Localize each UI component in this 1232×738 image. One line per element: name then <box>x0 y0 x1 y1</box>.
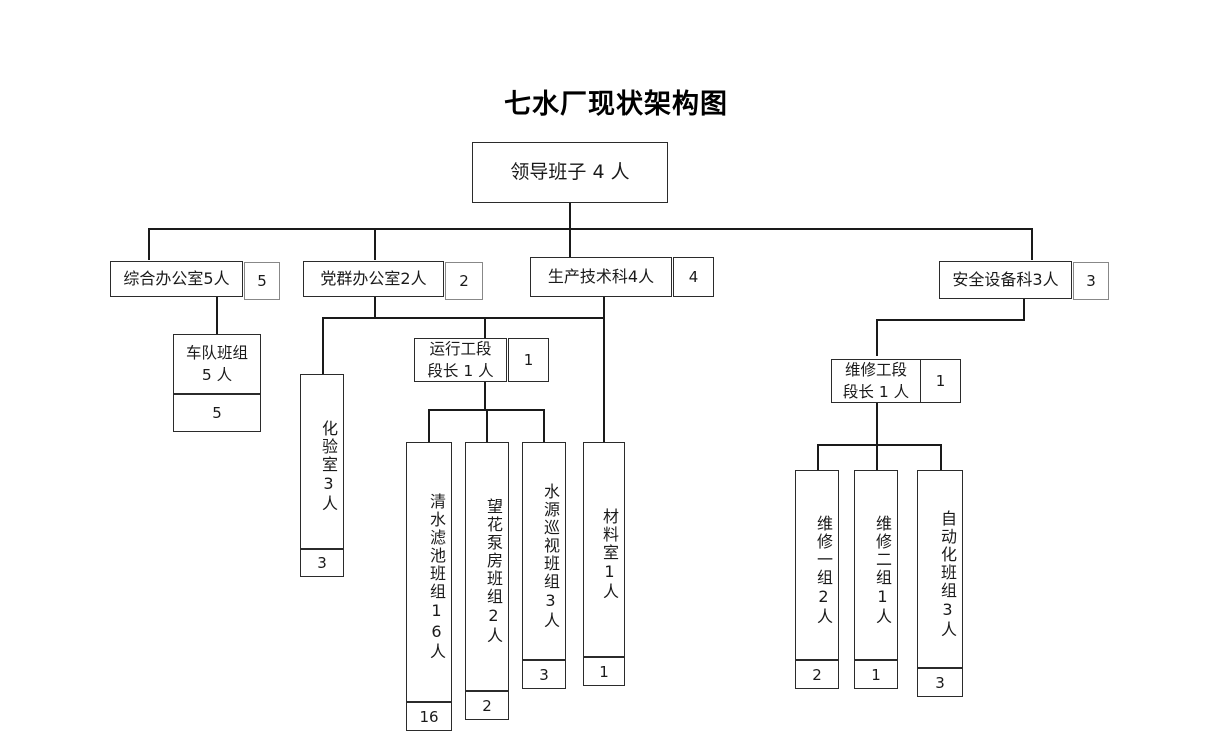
badge-general-office: 5 <box>244 262 280 300</box>
badge-water-source-patrol-team-value: 3 <box>539 665 549 684</box>
badge-repair-group-one-value: 2 <box>812 665 822 684</box>
node-clearwater-filter-team-label: 清水滤池班组16人 <box>427 493 446 661</box>
connector-repair-one-drop <box>817 444 819 470</box>
connector-safety-down <box>1023 297 1025 320</box>
connector-operation-children-down <box>484 382 486 410</box>
connector-operation-drop <box>484 317 486 338</box>
connector-general-to-fleet <box>216 297 218 334</box>
node-material-room-label: 材料室1人 <box>600 508 619 601</box>
node-root[interactable]: 领导班子 4 人 <box>472 142 668 203</box>
connector-party-down <box>374 297 376 318</box>
node-operation-section-line1: 运行工段 <box>429 339 492 358</box>
node-repair-group-two-label: 维修二组1人 <box>873 514 892 626</box>
node-party-office[interactable]: 党群办公室2人 <box>303 261 444 297</box>
chart-title: 七水厂现状架构图 <box>504 89 728 120</box>
badge-water-source-patrol-team: 3 <box>522 660 566 689</box>
node-fleet-team-line2: 5 人 <box>201 366 233 384</box>
node-automation-team-label: 自动化班组3人 <box>938 509 957 639</box>
badge-wanghua-pump-team-value: 2 <box>482 696 492 715</box>
badge-material-room-value: 1 <box>599 662 609 681</box>
node-lab-room-label: 化验室3人 <box>319 420 338 513</box>
node-general-office-label: 综合办公室5人 <box>123 269 230 289</box>
badge-lab-room-value: 3 <box>317 554 327 572</box>
node-repair-group-one[interactable]: 维修一组2人 <box>795 470 839 660</box>
badge-safety-equipment: 3 <box>1073 262 1109 300</box>
badge-clearwater-filter-team: 16 <box>406 702 452 731</box>
connector-mid-bus <box>322 317 604 319</box>
connector-wanghua-drop <box>486 409 488 442</box>
connector-lab-drop <box>322 317 324 374</box>
connector-maintenance-drop <box>876 319 878 356</box>
node-maintenance-section-line1: 维修工段 <box>844 360 907 379</box>
node-material-room[interactable]: 材料室1人 <box>583 442 625 657</box>
connector-general-office-drop <box>148 228 150 260</box>
node-repair-group-two[interactable]: 维修二组1人 <box>854 470 898 660</box>
node-wanghua-pump-team-label: 望花泵房班组2人 <box>484 498 503 645</box>
badge-clearwater-filter-team-value: 16 <box>419 707 439 726</box>
badge-fleet-team: 5 <box>173 394 261 432</box>
node-repair-group-one-label: 维修一组2人 <box>814 514 833 626</box>
connector-main-bus <box>148 228 1032 230</box>
badge-party-office: 2 <box>445 262 483 300</box>
connector-production-down <box>603 297 605 317</box>
connector-party-office-drop <box>374 228 376 260</box>
node-safety-equipment[interactable]: 安全设备科3人 <box>939 261 1072 299</box>
node-fleet-team[interactable]: 车队班组 5 人 <box>173 334 261 394</box>
node-production-tech-label: 生产技术科4人 <box>547 267 655 287</box>
badge-production-tech: 4 <box>673 257 714 297</box>
node-operation-section[interactable]: 运行工段 段长 1 人 <box>414 338 507 382</box>
connector-production-to-material <box>603 317 605 442</box>
connector-root-down <box>569 203 571 229</box>
badge-repair-group-two: 1 <box>854 660 898 689</box>
node-party-office-label: 党群办公室2人 <box>320 269 427 289</box>
badge-repair-group-one: 2 <box>795 660 839 689</box>
connector-automation-drop <box>940 444 942 470</box>
node-fleet-team-line1: 车队班组 <box>185 343 248 362</box>
node-maintenance-section[interactable]: 维修工段 段长 1 人 <box>831 359 921 403</box>
node-root-label: 领导班子 4 人 <box>510 160 630 183</box>
badge-maintenance-section-value: 1 <box>935 372 946 390</box>
badge-material-room: 1 <box>583 657 625 686</box>
connector-safety-drop <box>1031 228 1033 260</box>
node-operation-section-line2: 段长 1 人 <box>427 362 494 380</box>
node-clearwater-filter-team[interactable]: 清水滤池班组16人 <box>406 442 452 702</box>
node-automation-team[interactable]: 自动化班组3人 <box>917 470 963 668</box>
badge-production-tech-value: 4 <box>688 268 699 286</box>
badge-general-office-value: 5 <box>257 272 267 290</box>
node-lab-room[interactable]: 化验室3人 <box>300 374 344 549</box>
connector-patrol-drop <box>543 409 545 442</box>
node-water-source-patrol-team-label: 水源巡视班组3人 <box>541 482 560 630</box>
badge-party-office-value: 2 <box>459 272 469 290</box>
node-maintenance-section-line2: 段长 1 人 <box>842 383 910 401</box>
badge-safety-equipment-value: 3 <box>1086 272 1096 290</box>
badge-automation-team: 3 <box>917 668 963 697</box>
badge-maintenance-section: 1 <box>920 359 961 403</box>
badge-wanghua-pump-team: 2 <box>465 691 509 720</box>
connector-safety-elbow <box>876 319 1025 321</box>
connector-clearwater-drop <box>428 409 430 442</box>
node-general-office[interactable]: 综合办公室5人 <box>110 261 243 297</box>
badge-operation-section-value: 1 <box>523 351 534 369</box>
connector-maintenance-children-down <box>876 403 878 445</box>
badge-automation-team-value: 3 <box>935 673 945 692</box>
connector-repair-two-drop <box>876 444 878 470</box>
badge-fleet-team-value: 5 <box>212 404 222 422</box>
connector-maintenance-children-bus <box>817 444 941 446</box>
badge-operation-section: 1 <box>508 338 549 382</box>
badge-lab-room: 3 <box>300 549 344 577</box>
node-safety-equipment-label: 安全设备科3人 <box>952 270 1059 290</box>
badge-repair-group-two-value: 1 <box>871 665 881 684</box>
node-wanghua-pump-team[interactable]: 望花泵房班组2人 <box>465 442 509 691</box>
node-production-tech[interactable]: 生产技术科4人 <box>530 257 672 297</box>
connector-production-tech-drop <box>569 228 571 260</box>
node-water-source-patrol-team[interactable]: 水源巡视班组3人 <box>522 442 566 660</box>
